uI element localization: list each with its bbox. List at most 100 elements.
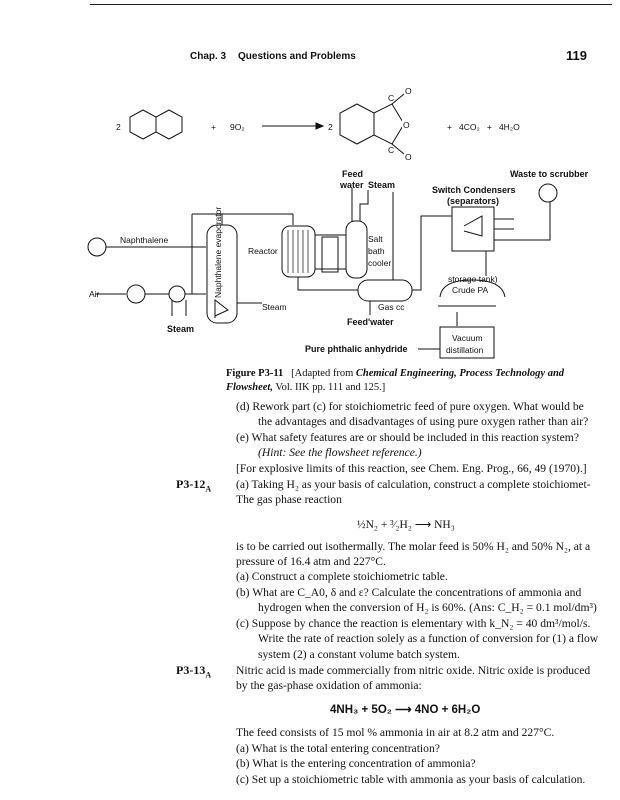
naphthalene-pump-icon <box>87 237 107 257</box>
label-bath: bath <box>368 246 385 256</box>
problem-level: A <box>205 484 212 494</box>
plus-sign: + <box>211 122 216 132</box>
page-number: 119 <box>566 48 587 63</box>
scrubber-fan-icon <box>538 183 558 203</box>
naphthalene-evaporator <box>206 224 238 324</box>
label-steam-bottom: Steam <box>167 324 194 334</box>
text-line: (e) What safety features are or should b… <box>236 431 579 444</box>
label-reactor: Reactor <box>248 246 278 256</box>
oxygen-bottom: O <box>405 152 412 162</box>
carbonyl-top <box>391 93 405 105</box>
oxygen-reactant: 9O₂ <box>230 122 245 132</box>
figure-caption-line2: Flowsheet, Vol. IIK pp. 111 and 125.] <box>226 382 385 393</box>
oxygen-top: O <box>405 86 412 96</box>
text-line: (a) Construct a complete stoichiometric … <box>236 570 448 583</box>
text-line: Write the rate of reaction solely as a f… <box>258 632 599 645</box>
label-cooler: cooler <box>368 258 391 268</box>
coef-right: 2 <box>328 122 333 132</box>
coef-left: 2 <box>116 122 121 132</box>
label-switch-condensers: Switch Condensers <box>432 185 516 195</box>
text-line: by the gas-phase oxidation of ammonia: <box>236 679 422 692</box>
switch-condenser <box>451 206 495 252</box>
salt-pump <box>321 236 339 273</box>
label-crude-pa: Crude PA <box>452 285 489 295</box>
equation-nitric-oxide: 4NH₃ + 5O₂ ⟶ 4NO + 6H₂O <box>330 704 481 716</box>
products: + 4CO₂ + 4H₂O <box>447 122 520 132</box>
text-line: [For explosive limits of this reaction, … <box>236 462 587 475</box>
label-separators: (separators) <box>447 196 499 206</box>
steam-out-top <box>359 190 369 221</box>
figure-caption-line1: Figure P3-11 [Adapted from Chemical Engi… <box>226 368 564 379</box>
problem-label-p3-12: P3-12A <box>176 477 211 493</box>
label-gas-cooler: Gas cc <box>378 302 405 312</box>
storage-tank <box>439 279 506 298</box>
text-line: the advantages and disadvantages of usin… <box>258 415 589 428</box>
text-line: system (2) a constant volume batch syste… <box>258 648 460 661</box>
equation-ammonia: ½N₂ + ³⁄₂H₂ ⟶ NH₃ <box>357 519 455 531</box>
problem-label-p3-13: P3-13A <box>176 663 211 679</box>
text-line: pressure of 16.4 atm and 227°C. <box>236 555 386 568</box>
naphthalene-ring-2 <box>155 109 183 140</box>
label-steam-mid: Steam <box>262 302 287 312</box>
label-steam-top: Steam <box>368 180 395 190</box>
label-water: water <box>339 180 364 190</box>
label-naphthalene: Naphthalene <box>120 235 168 245</box>
salt-bath-cooler <box>345 220 368 279</box>
vacuum-distillation <box>439 326 495 359</box>
to-condenser <box>412 215 452 291</box>
text-line: (a) What is the total entering concentra… <box>236 742 440 755</box>
figure-label: Figure P3-11 <box>226 368 284 379</box>
flowsheet: Feed water Steam Waste to scrubber Switc… <box>87 169 589 359</box>
ring-oxygen: O <box>403 120 410 130</box>
carbon-top: C <box>388 93 394 103</box>
carbonyl-bottom <box>391 143 405 155</box>
problem-number: P3-12 <box>176 477 206 491</box>
condenser-coil <box>463 215 483 237</box>
text-line: (Hint: See the flowsheet reference.) <box>258 446 422 459</box>
ring-o-bg <box>402 119 412 129</box>
label-waste: Waste to scrubber <box>510 169 589 179</box>
evap-coil <box>214 298 229 318</box>
caption-source: Chemical Engineering, Process Technology… <box>355 368 565 379</box>
arrowhead <box>315 122 325 130</box>
label-air: Air <box>89 289 100 299</box>
anhydride-ring <box>373 103 405 145</box>
section-title: Questions and Problems <box>238 51 356 62</box>
text-line: hydrogen when the conversion of H₂ is 60… <box>258 601 597 614</box>
benzene-ring <box>339 103 375 145</box>
text-line: (b) What is the entering concentration o… <box>236 757 476 770</box>
to-scrubber <box>494 202 551 241</box>
label-feed-water: Feed'water <box>347 317 394 327</box>
chapter-label: Chap. 3 <box>190 51 227 62</box>
label-feed: Feed <box>342 169 363 179</box>
text-line: (d) Rework part (c) for stoichiometric f… <box>236 400 584 413</box>
text-line: The feed consists of 15 mol % ammonia in… <box>236 726 555 739</box>
reactor-tubes <box>287 230 309 273</box>
label-storage-tank: storage tank) <box>448 274 498 284</box>
carbon-bottom: C <box>388 145 394 155</box>
label-evaporator: Naphthalene evaporator <box>213 207 223 298</box>
label-vacuum: Vacuum <box>452 333 483 343</box>
reactor-to-cooler <box>297 277 358 291</box>
problem-level: A <box>205 670 212 680</box>
air-compressor-icon <box>126 284 146 304</box>
caption-text: [Adapted from <box>291 368 354 379</box>
air-heater-icon <box>168 285 186 303</box>
gas-cooler <box>357 279 413 302</box>
label-pure-pa: Pure phthalic anhydride <box>305 344 408 354</box>
text-line: (a) Taking H₂ as your basis of calculati… <box>236 478 591 491</box>
naphthalene-reaction: 2 + 9O₂ 2 O C C O O + 4CO₂ + 4H₂O <box>116 86 520 162</box>
text-line: (c) Suppose by chance the reaction is el… <box>236 617 591 630</box>
top-rule <box>90 4 612 5</box>
naphthalene-ring-1 <box>129 109 157 140</box>
problem-number: P3-13 <box>176 663 206 677</box>
text-line: Nitric acid is made commercially from ni… <box>236 664 591 677</box>
caption-volume: Vol. IIK pp. 111 and 125.] <box>275 382 386 393</box>
text-line: (c) Set up a stoichiometric table with a… <box>236 773 586 786</box>
label-salt: Salt <box>368 234 383 244</box>
text-line: is to be carried out isothermally. The m… <box>236 540 591 553</box>
text-line: (b) What are C_A0, δ and ε? Calculate th… <box>236 586 582 599</box>
text-line: The gas phase reaction <box>236 493 342 506</box>
label-distillation: distillation <box>446 345 484 355</box>
